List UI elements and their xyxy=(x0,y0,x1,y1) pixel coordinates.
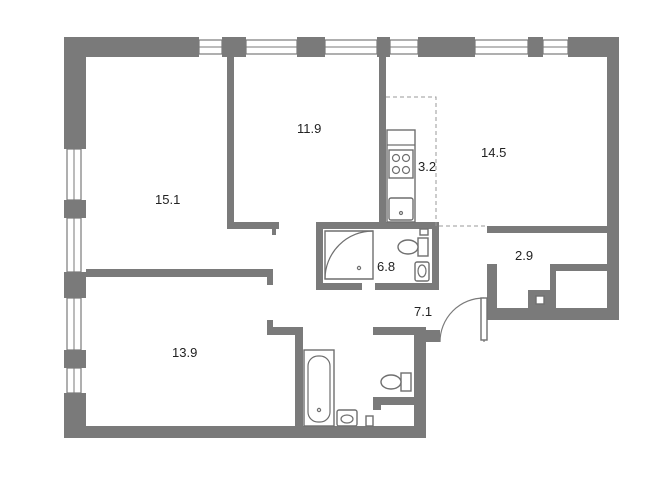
room-area-label: 2.9 xyxy=(515,248,533,263)
entrance-door xyxy=(439,297,488,343)
wall-right xyxy=(607,37,619,320)
wall-left-pier-1 xyxy=(64,200,86,218)
wall-hall-right-stub xyxy=(418,330,440,342)
wall-bath1-right xyxy=(432,222,439,290)
wall-hall-bottom-right xyxy=(373,327,426,335)
wall-storage-top xyxy=(487,226,609,233)
kitchen-sink-icon xyxy=(388,197,414,221)
storage-fixture xyxy=(535,295,545,305)
wall-top-pier-4 xyxy=(418,37,475,57)
wall-left-top xyxy=(64,37,86,149)
openings xyxy=(384,320,487,426)
room-area-label: 14.5 xyxy=(481,145,506,160)
wall-storage-stub xyxy=(487,264,497,272)
wall-step-vertical xyxy=(487,264,497,320)
wall-top-pier-3 xyxy=(377,37,390,57)
wall-bedroom2-door-stub xyxy=(272,222,276,235)
wall-partition-bedrooms-top xyxy=(227,57,234,229)
wall-horizontal-left xyxy=(86,269,273,277)
wall-right-bottom xyxy=(490,308,619,320)
windows xyxy=(66,39,569,394)
wall-top-left-corner xyxy=(64,37,199,57)
wall-bath1-top xyxy=(316,222,436,229)
wall-top-pier-1 xyxy=(222,37,246,57)
exterior-walls xyxy=(64,37,619,438)
room-area-label: 13.9 xyxy=(172,345,197,360)
toilet-icon xyxy=(397,239,419,255)
wall-hall-stub xyxy=(267,320,273,335)
bathroom-bottom-fixtures xyxy=(303,349,412,427)
wall-bottom-right-vertical xyxy=(414,330,426,438)
room-labels: 15.1 11.9 14.5 3.2 6.8 2.9 7.1 13.9 xyxy=(155,121,533,360)
wall-closet-top xyxy=(373,397,426,405)
stove-icon xyxy=(388,149,414,179)
toilet-tank-icon xyxy=(400,372,412,392)
kitchen-dashed-outline xyxy=(386,96,487,227)
pipe-icon xyxy=(419,228,429,236)
kitchen-fixtures xyxy=(386,129,416,223)
wall-top-pier-5 xyxy=(528,37,543,57)
wall-closet-left xyxy=(373,397,381,410)
bathroom-center-fixtures xyxy=(324,228,430,282)
wall-hall-bottom-left xyxy=(267,327,303,335)
wall-left-pier-3 xyxy=(64,350,86,368)
door-swing-arc xyxy=(439,297,485,343)
door-leaf xyxy=(480,297,488,341)
wall-bath2-left xyxy=(295,327,303,438)
wall-top-right-corner xyxy=(568,37,619,57)
wall-partition-kitchen xyxy=(379,57,386,225)
corner-shower-icon xyxy=(324,230,374,280)
storage-box-icon xyxy=(535,295,545,305)
wall-storage-inner xyxy=(550,264,609,271)
wall-bottom xyxy=(64,426,426,438)
room-area-label: 6.8 xyxy=(377,259,395,274)
wall-horizontal-left-stub xyxy=(267,269,273,285)
pipe-icon xyxy=(365,415,374,427)
wall-storage-inner-left xyxy=(550,264,556,308)
room-area-label: 7.1 xyxy=(414,304,432,319)
wall-bedroom2-bottom xyxy=(227,222,279,229)
wall-bath1-left xyxy=(316,222,323,290)
wall-bath1-bottom xyxy=(316,283,362,290)
room-area-label: 15.1 xyxy=(155,192,180,207)
burner-icon xyxy=(391,153,401,163)
wall-top-pier-2 xyxy=(297,37,325,57)
toilet-icon xyxy=(380,374,402,390)
room-area-label: 3.2 xyxy=(418,159,436,174)
wall-left-pier-2 xyxy=(64,272,86,298)
room-area-label: 11.9 xyxy=(297,121,321,136)
toilet-tank-icon xyxy=(417,237,429,257)
wall-bath1-bottom-right xyxy=(375,283,436,290)
interior-walls xyxy=(86,57,609,438)
